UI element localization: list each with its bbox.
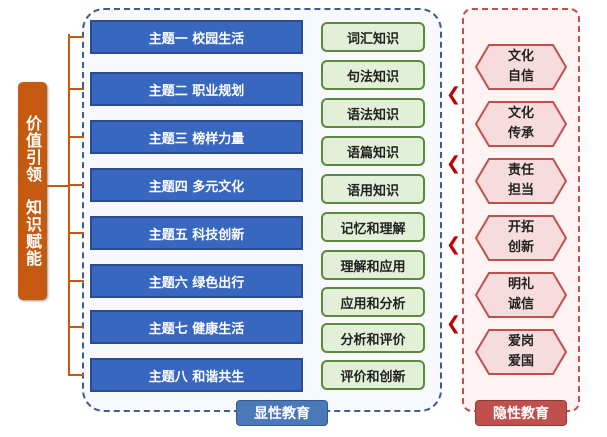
bracket-tick xyxy=(68,232,84,234)
chevron-left-icon: ❮ xyxy=(446,153,462,174)
side-label-value-guidance: 价值引领 xyxy=(23,115,42,183)
value-line: 担当 xyxy=(507,183,534,198)
value-line: 责任 xyxy=(507,163,534,178)
theme-box: 主题五 科技创新 xyxy=(90,216,303,250)
theme-box: 主题一 校园生活 xyxy=(90,20,303,54)
value-line: 诚信 xyxy=(507,297,534,312)
value-line: 自信 xyxy=(507,69,534,84)
value-hexagon: 开拓创新 xyxy=(475,215,567,261)
value-line: 创新 xyxy=(507,240,534,255)
value-line: 爱国 xyxy=(507,354,534,369)
knowledge-box: 语用知识 xyxy=(321,174,425,204)
chevron-left-icon: ❮ xyxy=(446,234,462,255)
knowledge-box: 语法知识 xyxy=(321,98,425,128)
bracket-tick xyxy=(68,280,84,282)
chevron-left-icon: ❮ xyxy=(446,84,462,105)
implicit-education-tag: 隐性教育 xyxy=(475,400,567,426)
bracket-tick xyxy=(68,36,84,38)
value-line: 开拓 xyxy=(507,220,534,235)
explicit-education-tag: 显性教育 xyxy=(236,400,328,426)
theme-box: 主题二 职业规划 xyxy=(90,72,303,106)
side-label-knowledge-empowerment: 知识赋能 xyxy=(23,199,42,267)
bracket-tick xyxy=(68,184,84,186)
theme-box: 主题六 绿色出行 xyxy=(90,264,303,298)
knowledge-box: 应用和分析 xyxy=(321,287,425,317)
bracket-tick xyxy=(68,136,84,138)
theme-box: 主题三 榜样力量 xyxy=(90,120,303,154)
value-line: 传承 xyxy=(507,126,534,141)
theme-box: 主题八 和谐共生 xyxy=(90,358,303,392)
bracket-tick xyxy=(68,326,84,328)
value-hexagon: 爱岗爱国 xyxy=(475,329,567,375)
bracket-tick xyxy=(68,88,84,90)
chevron-left-icon: ❮ xyxy=(446,313,462,334)
side-label: 价值引领 知识赋能 xyxy=(18,82,47,300)
value-line: 爱岗 xyxy=(507,334,534,349)
knowledge-box: 词汇知识 xyxy=(321,22,425,52)
knowledge-box: 语篇知识 xyxy=(321,136,425,166)
value-line: 文化 xyxy=(507,49,534,64)
knowledge-box: 句法知识 xyxy=(321,60,425,90)
knowledge-box: 记忆和理解 xyxy=(321,212,425,242)
value-hexagon: 责任担当 xyxy=(475,158,567,204)
value-line: 明礼 xyxy=(507,277,534,292)
value-line: 文化 xyxy=(507,106,534,121)
knowledge-box: 评价和创新 xyxy=(321,360,425,390)
value-hexagon: 文化自信 xyxy=(475,44,567,90)
value-hexagon: 明礼诚信 xyxy=(475,272,567,318)
knowledge-box: 理解和应用 xyxy=(321,250,425,280)
knowledge-box: 分析和评价 xyxy=(321,323,425,353)
bracket-tick xyxy=(68,374,84,376)
theme-box: 主题七 健康生活 xyxy=(90,310,303,344)
bracket-line xyxy=(68,34,70,376)
theme-box: 主题四 多元文化 xyxy=(90,168,303,202)
connector-line xyxy=(47,185,69,187)
value-hexagon: 文化传承 xyxy=(475,101,567,147)
